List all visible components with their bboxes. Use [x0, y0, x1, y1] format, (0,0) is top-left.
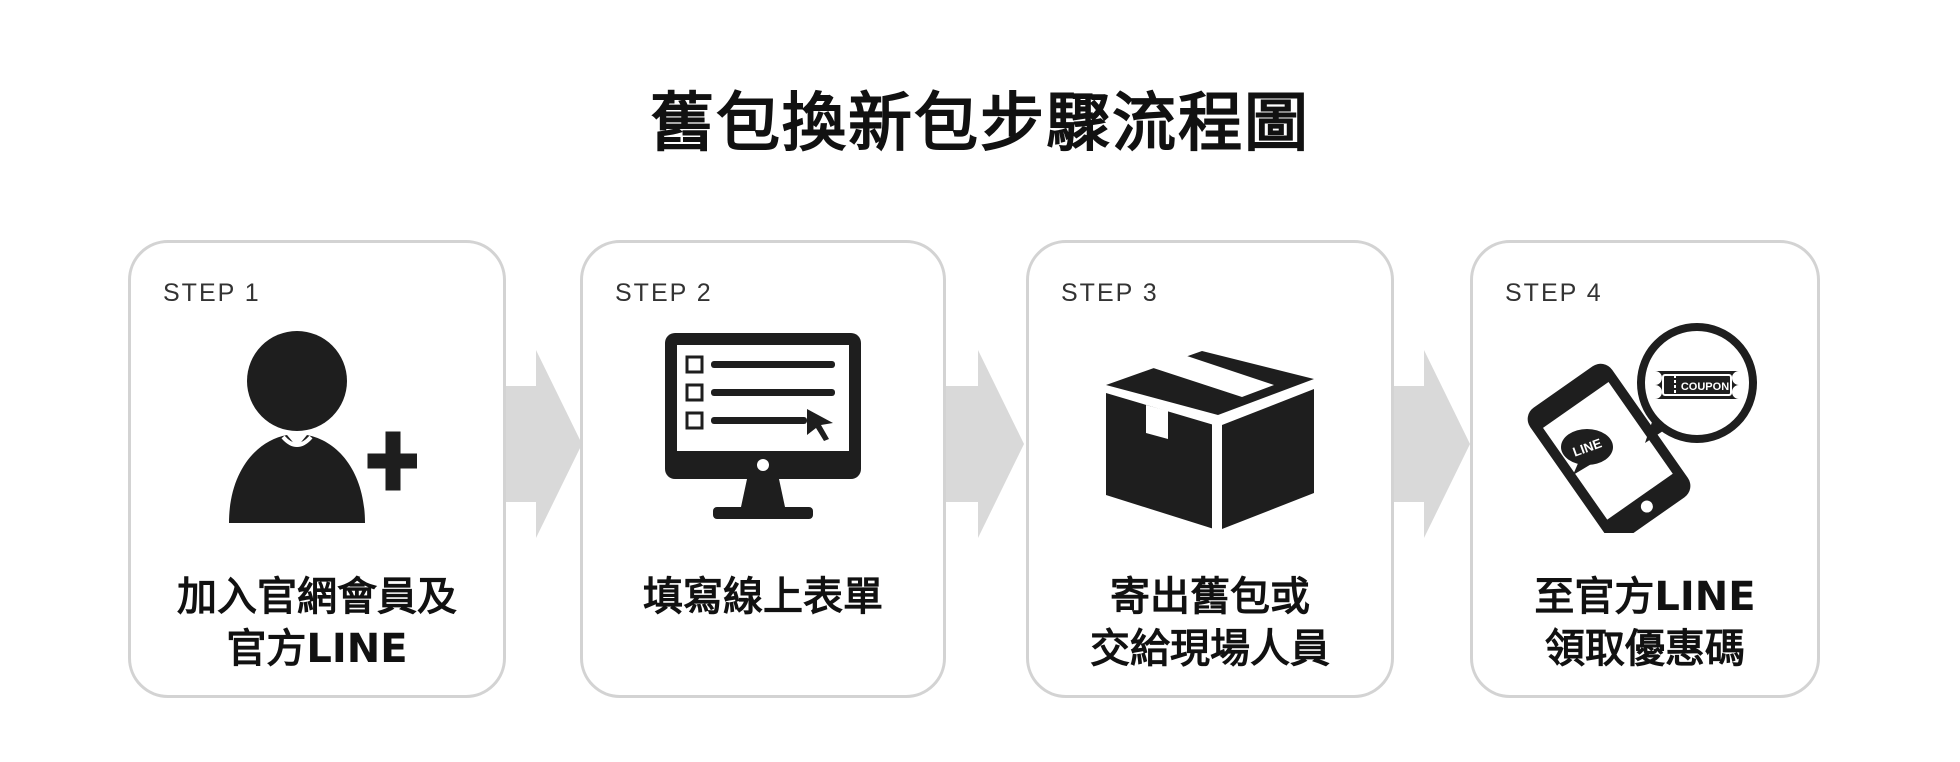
phone-coupon-icon: LINE COUPON [1527, 323, 1757, 533]
caption-line: 至官方LINE [1534, 574, 1756, 620]
step-card-2: STEP 2 填寫線上表單 [580, 240, 946, 698]
arrow-right-icon [1392, 350, 1470, 538]
caption-line: 官方LINE [226, 626, 408, 672]
coupon-text: COUPON [1681, 381, 1729, 393]
step-caption: 寄出舊包或 交給現場人員 [1029, 571, 1391, 675]
caption-line: 寄出舊包或 [1110, 574, 1310, 620]
step-caption: 填寫線上表單 [583, 571, 943, 623]
step-label: STEP 2 [615, 279, 713, 307]
step-label: STEP 4 [1505, 279, 1603, 307]
user-add-icon [229, 331, 417, 523]
step-card-1: STEP 1 加入官網會員及 官方LINE [128, 240, 506, 698]
step-caption: 加入官網會員及 官方LINE [131, 571, 503, 675]
step-label: STEP 3 [1061, 279, 1159, 307]
caption-line: 領取優惠碼 [1545, 626, 1745, 672]
arrow-right-icon [946, 350, 1024, 538]
step-card-3: STEP 3 寄出舊包或 交給現場人員 [1026, 240, 1394, 698]
caption-line: 填寫線上表單 [643, 574, 883, 620]
package-box-icon [1103, 351, 1317, 531]
monitor-form-icon [665, 333, 861, 519]
page-title: 舊包換新包步驟流程圖 [650, 87, 1310, 161]
step-card-4: STEP 4 LINE COUPON 至官方LINE 領取優惠碼 [1470, 240, 1820, 698]
step-label: STEP 1 [163, 279, 261, 307]
caption-line: 交給現場人員 [1090, 626, 1330, 672]
step-caption: 至官方LINE 領取優惠碼 [1473, 571, 1817, 675]
arrow-right-icon [504, 350, 582, 538]
caption-line: 加入官網會員及 [177, 574, 457, 620]
